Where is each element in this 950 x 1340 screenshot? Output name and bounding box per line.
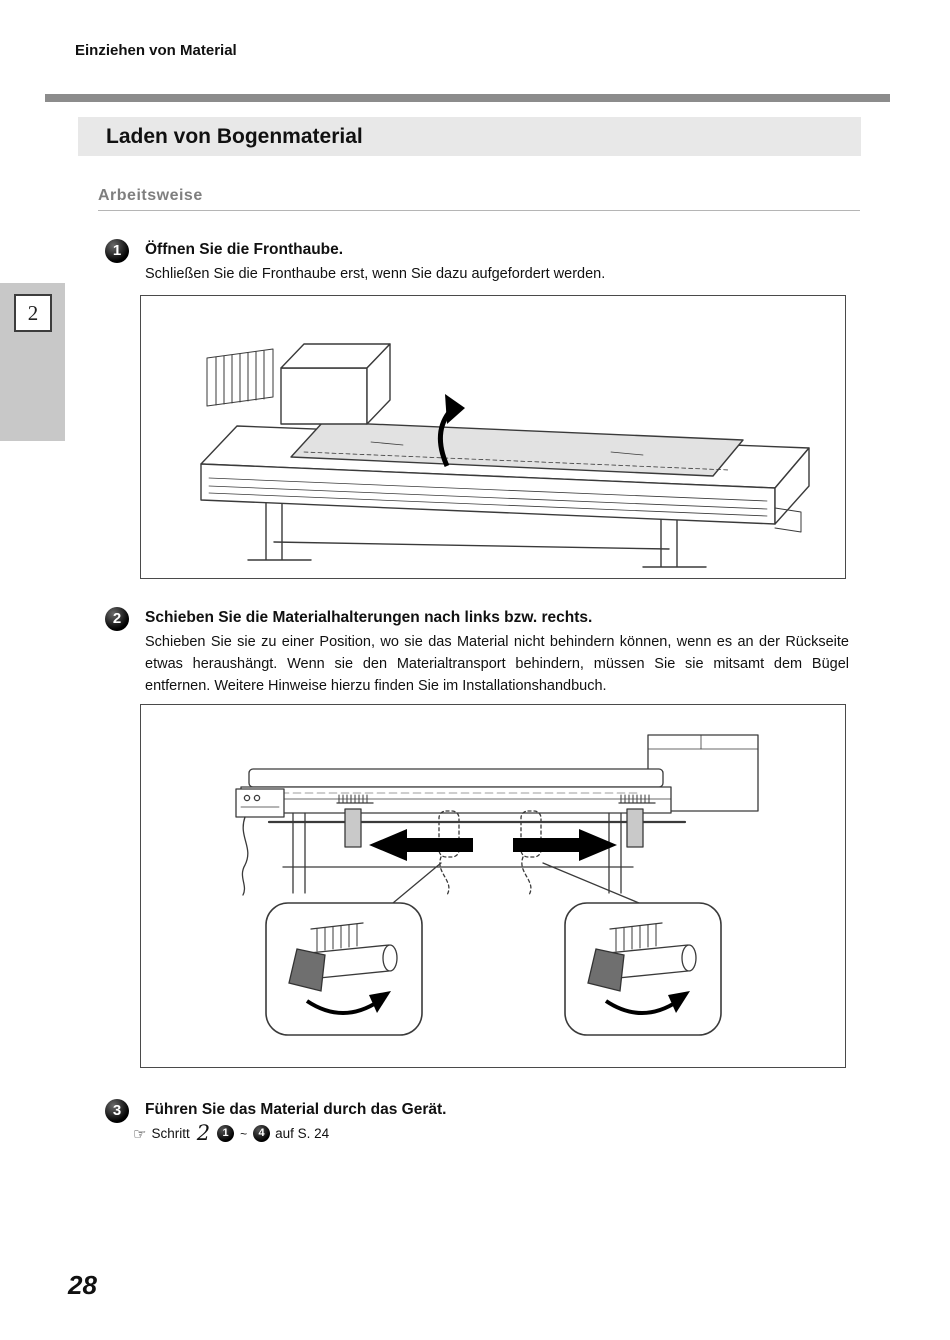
open-cover-arrow — [438, 394, 465, 468]
reference-label: Schritt — [151, 1126, 190, 1141]
slide-left-arrow — [369, 829, 473, 861]
reference-range-end-badge: 4 — [253, 1125, 271, 1142]
printer-isometric-illustration — [200, 343, 810, 568]
header-rule — [45, 94, 890, 102]
step-2-badge: 2 — [105, 607, 129, 631]
left-callout-turn-arrow — [305, 991, 391, 1015]
step-2-title: Schieben Sie die Materialhalterungen nac… — [145, 609, 593, 626]
subsection-rule — [98, 210, 860, 211]
page-number: 28 — [68, 1270, 97, 1300]
figure-open-front-cover — [140, 295, 846, 579]
step-1-badge: 1 — [105, 239, 129, 263]
subsection-title: Arbeitsweise — [98, 187, 203, 204]
reference-page: auf S. 24 — [275, 1126, 330, 1141]
step-2-body: Schieben Sie sie zu einer Position, wo s… — [145, 634, 849, 694]
pointing-hand-icon: ☞ — [133, 1125, 147, 1143]
figure-media-holders — [140, 704, 846, 1068]
right-callout-turn-arrow — [604, 991, 690, 1015]
running-header: Einziehen von Material — [75, 42, 237, 59]
step-1-body: Schließen Sie die Fronthaube erst, wenn … — [145, 266, 606, 282]
section-title-bar: Laden von Bogenmaterial — [78, 117, 861, 156]
chapter-tab: 2 — [14, 294, 52, 332]
printer-front-illustration — [235, 734, 759, 1036]
reference-step-number: 2 — [196, 1121, 211, 1145]
step-3-badge: 3 — [105, 1099, 129, 1123]
reference-range-separator: ~ — [240, 1126, 248, 1141]
step-1-title: Öffnen Sie die Fronthaube. — [145, 241, 344, 258]
slide-right-arrow — [513, 829, 617, 861]
step-3-title: Führen Sie das Material durch das Gerät. — [145, 1101, 447, 1118]
step-3-reference: ☞ Schritt 2 1 ~ 4 auf S. 24 — [133, 1123, 329, 1144]
section-title: Laden von Bogenmaterial — [106, 124, 363, 148]
reference-range-start-badge: 1 — [217, 1125, 235, 1142]
